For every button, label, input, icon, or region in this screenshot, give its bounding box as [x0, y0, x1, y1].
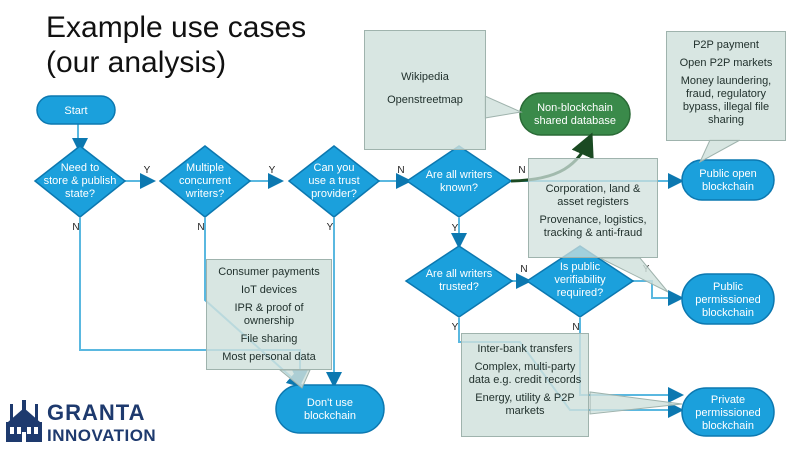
- public-open-line-2: blockchain: [702, 181, 754, 193]
- node-q3: Can you use a trust provider?: [287, 145, 381, 218]
- label-q6-down: N: [572, 322, 579, 333]
- callout-corporate-item: Corporation, land & asset registers: [545, 183, 641, 208]
- edge-q6-private: [579, 318, 684, 403]
- callout-public-open-pointer: [698, 139, 741, 164]
- q6-line-1: Is public: [560, 261, 601, 273]
- callout-wiki: Wikipedia Openstreetmap: [364, 30, 486, 150]
- public-perm-line-3: blockchain: [702, 307, 754, 319]
- logo-text-granta: GRANTA: [47, 400, 146, 425]
- callout-interbank-pointer: [589, 391, 683, 415]
- q2-line-3: writers?: [185, 188, 225, 200]
- node-public-permissioned: Public permissioned blockchain: [681, 273, 775, 325]
- label-q2-down: N: [197, 222, 204, 233]
- private-perm-line-3: blockchain: [702, 420, 754, 432]
- node-q2: Multiple concurrent writers?: [158, 145, 252, 218]
- slide-title: Example use cases (our analysis): [46, 10, 306, 80]
- node-public-open: Public open blockchain: [681, 159, 775, 201]
- q2-line-2: concurrent: [179, 175, 231, 187]
- node-non-blockchain: Non-blockchain shared database: [519, 92, 631, 136]
- callout-public-open: P2P payment Open P2P markets Money laund…: [666, 31, 786, 141]
- q6-line-3: required?: [557, 287, 603, 299]
- callout-public-open-item: Open P2P markets: [679, 57, 773, 69]
- callout-consumer-item: IoT devices: [240, 284, 298, 296]
- dont-use-line-2: blockchain: [304, 410, 356, 422]
- callout-wiki-item: Wikipedia: [401, 71, 449, 83]
- dont-use-line-1: Don't use: [307, 397, 353, 409]
- title-line-1: Example use cases: [46, 11, 307, 44]
- callout-interbank-item: Inter-bank transfers: [477, 343, 573, 355]
- q6-line-2: verifiability: [554, 274, 606, 286]
- callout-wiki-item: Openstreetmap: [387, 94, 463, 106]
- label-q5-down: Y: [452, 322, 459, 333]
- private-perm-line-2: permissioned: [695, 407, 760, 419]
- q4-line-1: Are all writers: [426, 169, 493, 181]
- label-q3-down: Y: [327, 222, 334, 233]
- q1-line-2: store & publish: [44, 175, 117, 187]
- label-q1-q2: Y: [144, 165, 151, 176]
- q3-line-3: provider?: [311, 188, 357, 200]
- callout-consumer-item: File sharing: [240, 333, 298, 345]
- private-perm-line-1: Private: [711, 394, 745, 406]
- label-q4-right: N: [518, 165, 525, 176]
- callout-public-open-item: P2P payment: [693, 39, 759, 51]
- node-start-label: Start: [64, 105, 87, 117]
- callout-interbank-item: Complex, multi-party data e.g. credit re…: [468, 361, 582, 386]
- callout-consumer-item: IPR & proof of ownership: [234, 302, 304, 327]
- label-q4-down: Y: [452, 223, 459, 234]
- callout-consumer-item: Most personal data: [222, 351, 316, 363]
- title-line-2: (our analysis): [46, 46, 227, 79]
- public-open-line-1: Public open: [699, 168, 757, 180]
- q1-line-1: Need to: [61, 162, 100, 174]
- label-q3-q4: N: [397, 165, 404, 176]
- q4-line-2: known?: [440, 182, 478, 194]
- callout-consumer: Consumer payments IoT devices IPR & proo…: [206, 259, 332, 370]
- callout-interbank: Inter-bank transfers Complex, multi-part…: [461, 333, 589, 437]
- callout-interbank-item: Energy, utility & P2P markets: [475, 392, 575, 417]
- label-q2-q3: Y: [269, 165, 276, 176]
- q5-line-1: Are all writers: [426, 268, 493, 280]
- label-q1-down: N: [72, 222, 79, 233]
- q1-line-3: state?: [65, 188, 95, 200]
- q5-line-2: trusted?: [439, 281, 479, 293]
- public-perm-line-1: Public: [713, 281, 743, 293]
- non-blockchain-line-2: shared database: [534, 115, 616, 127]
- callout-wiki-pointer: [484, 95, 523, 119]
- node-private-permissioned: Private permissioned blockchain: [681, 387, 775, 437]
- callout-public-open-item: Money laundering, fraud, regulatory bypa…: [680, 75, 772, 126]
- q2-line-1: Multiple: [186, 162, 224, 174]
- node-q1: Need to store & publish state?: [33, 145, 127, 218]
- non-blockchain-line-1: Non-blockchain: [537, 102, 613, 114]
- q3-line-1: Can you: [314, 162, 355, 174]
- node-q5: Are all writers trusted?: [404, 245, 514, 318]
- edge-q6-public-perm: [632, 280, 684, 306]
- public-perm-line-2: permissioned: [695, 294, 760, 306]
- label-q5-right: N: [520, 264, 527, 275]
- callout-corporate-item: Provenance, logistics, tracking & anti-f…: [539, 214, 647, 239]
- node-dont-use: Don't use blockchain: [275, 384, 385, 434]
- q3-line-2: use a trust: [308, 175, 359, 187]
- logo-text-innovation: INNOVATION: [47, 426, 157, 445]
- callout-consumer-pointer: [278, 369, 311, 389]
- node-q4: Are all writers known?: [405, 145, 513, 218]
- node-start: Start: [36, 95, 116, 125]
- building-logo-icon: [6, 400, 42, 442]
- callout-corporate: Corporation, land & asset registers Prov…: [528, 158, 658, 258]
- callout-corporate-pointer: [599, 257, 669, 293]
- callout-consumer-item: Consumer payments: [218, 266, 320, 278]
- node-q6: Is public verifiability required?: [525, 245, 635, 318]
